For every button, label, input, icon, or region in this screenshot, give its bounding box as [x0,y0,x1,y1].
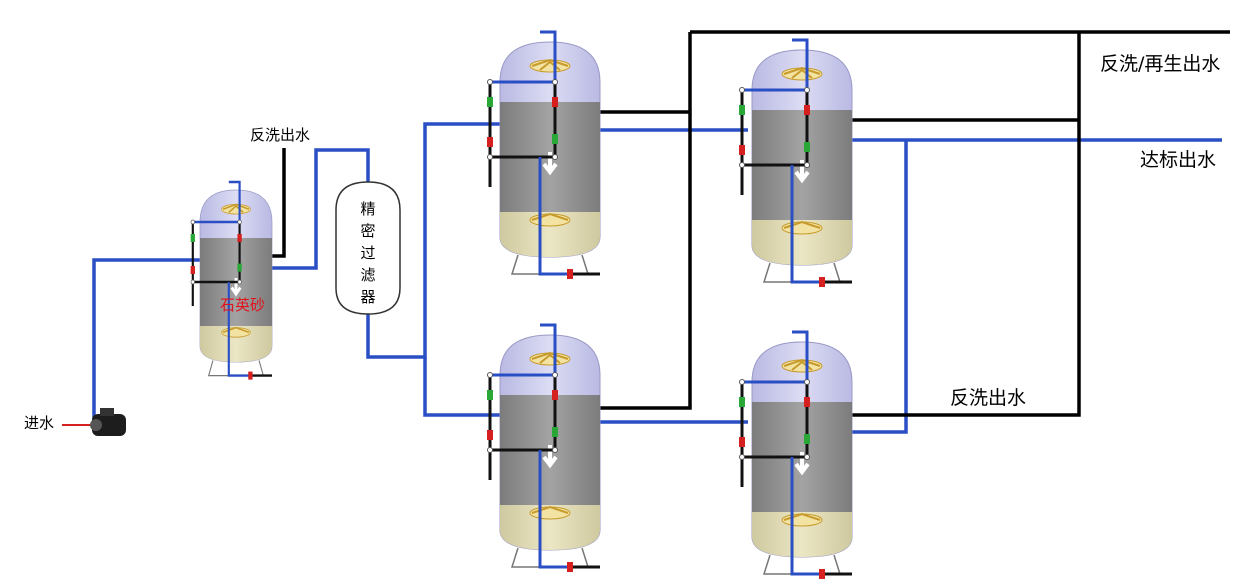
precision-filter-label-3: 过 [360,244,375,262]
precision-filter-label-5: 器 [360,288,375,306]
quartz-sand-filter-tank [189,180,274,381]
quartz-sand-label: 石英砂 [220,296,265,314]
precision-filter-label-2: 密 [360,222,375,240]
resin-tank-bottom-left [485,323,602,574]
inlet-pump [62,408,126,436]
resin-tank-top-left [485,30,602,281]
backwash-outlet-label-1: 反洗出水 [250,126,310,144]
qualified-outlet-label: 达标出水 [1140,149,1216,171]
resin-tank-bottom-right [737,330,854,581]
inlet-label: 进水 [24,414,54,432]
backwash-outlet-label-2: 反洗出水 [950,387,1026,409]
precision-filter [335,181,401,315]
precision-filter-label-4: 滤 [360,266,375,284]
precision-filter-label-1: 精 [360,200,375,218]
backwash-regen-outlet-label: 反洗/再生出水 [1100,53,1220,75]
resin-tank-top-right [737,38,854,289]
